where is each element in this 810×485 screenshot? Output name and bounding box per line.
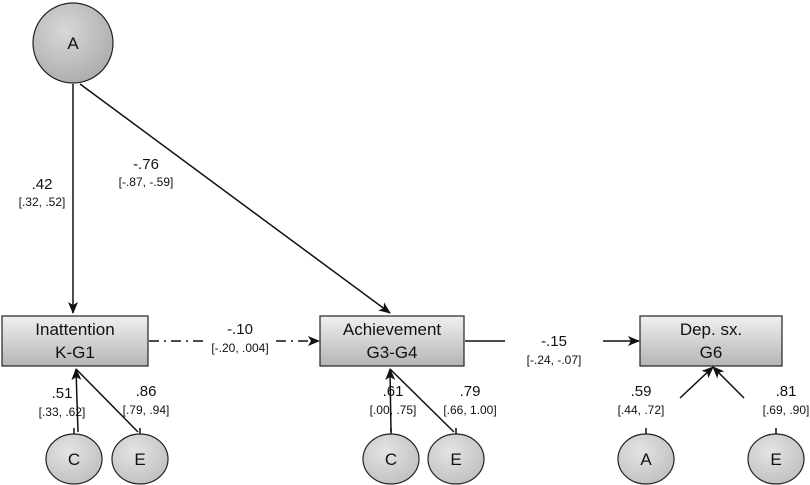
node-E2-label: E: [450, 450, 461, 469]
ci-A3-to-depression: [.44, .72]: [618, 403, 665, 417]
node-inattention-line2: K-G1: [55, 343, 95, 362]
node-C1-label: C: [68, 450, 80, 469]
node-A-latent-label: A: [67, 34, 79, 53]
node-E3-label: E: [770, 450, 781, 469]
edge-A3-to-depression: [679, 366, 714, 399]
node-achievement-line1: Achievement: [343, 320, 442, 339]
ci-C1-to-inattention: [.33, .62]: [39, 405, 86, 419]
edge-C1-to-inattention: [71, 368, 82, 433]
node-achievement-box: [319, 315, 465, 367]
node-depression-box: [639, 315, 783, 367]
ci-A-to-achievement: [-.87, -.59]: [119, 175, 174, 189]
edge-E3-to-depression: [712, 366, 745, 399]
node-achievement-line2: G3-G4: [366, 343, 417, 362]
coef-E1-to-inattention: .86: [136, 383, 157, 400]
coef-E3-to-depression: .81: [776, 383, 797, 400]
node-inattention-box: [1, 315, 149, 367]
node-depression-line1: Dep. sx.: [680, 320, 742, 339]
node-depression-line2: G6: [700, 343, 723, 362]
coef-C2-to-achievement: .61: [383, 383, 404, 400]
node-A3-label: A: [640, 450, 652, 469]
edge-E2-to-achievement: [389, 368, 455, 433]
ci-A-to-inattention: [.32, .52]: [19, 195, 66, 209]
ci-achievement-to-depression: [-.24, -.07]: [527, 353, 582, 367]
coef-E2-to-achievement: .79: [460, 383, 481, 400]
ci-E2-to-achievement: [.66, 1.00]: [443, 403, 496, 417]
edge-C2-to-achievement: [385, 368, 396, 433]
coef-C1-to-inattention: .51: [52, 385, 73, 402]
coef-A-to-inattention: .42: [32, 176, 53, 193]
node-A-latent: [32, 2, 114, 84]
ci-C2-to-achievement: [.00, .75]: [370, 403, 417, 417]
coef-inattention-to-achievement: -.10: [227, 321, 253, 338]
ci-E1-to-inattention: [.79, .94]: [123, 403, 170, 417]
ci-inattention-to-achievement: [-.20, .004]: [211, 341, 268, 355]
node-E1-label: E: [134, 450, 145, 469]
node-inattention-line1: Inattention: [35, 320, 114, 339]
coef-achievement-to-depression: -.15: [541, 333, 567, 350]
node-C2-label: C: [385, 450, 397, 469]
ci-E3-to-depression: [.69, .90]: [763, 403, 810, 417]
edge-E1-to-inattention: [75, 368, 139, 433]
coef-A-to-achievement: -.76: [133, 156, 159, 173]
edge-A-to-achievement: [79, 83, 391, 314]
coef-A3-to-depression: .59: [631, 383, 652, 400]
